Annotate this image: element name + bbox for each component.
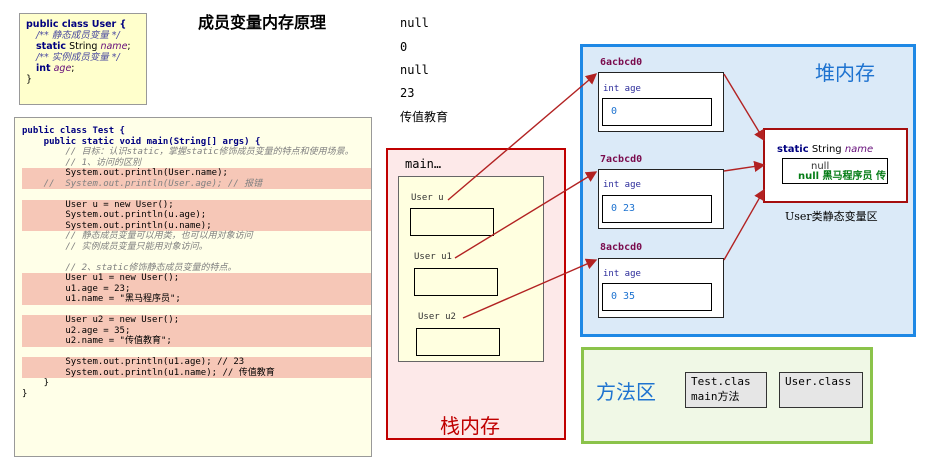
code-line-highlighted: System.out.println(u1.age); // 23 (22, 357, 371, 368)
code-line-highlighted: System.out.println(User.name); (22, 168, 371, 179)
static-field-type: String (811, 144, 842, 155)
heap-object-address: 7acbcd0 (600, 154, 643, 165)
user-class-int-kw: int (36, 63, 51, 74)
code-line-highlighted: u2.name = "传值教育"; (22, 336, 371, 347)
static-field-kw: static (777, 144, 809, 155)
arrow-object-u1-to-static (723, 160, 766, 172)
output-line: 0 (400, 40, 408, 54)
static-value-null: null (811, 161, 830, 172)
code-line-highlighted: System.out.println(u.name); (22, 220, 371, 231)
stack-var-u2-box (416, 328, 500, 356)
code-line-highlighted: // System.out.println(User.age); // 报错 (22, 178, 371, 189)
user-class-close: } (26, 74, 33, 85)
code-line: // 静态成员变量可以用类，也可以用对象访问 (22, 231, 253, 241)
heap-object-field-type: int age (603, 84, 641, 94)
heap-object-field-value: 0 23 (602, 195, 712, 223)
code-line-highlighted: u1.name = "黑马程序员"; (22, 294, 371, 305)
user-class-name-field: name (100, 41, 128, 52)
static-area-caption: User类静态变量区 (785, 210, 878, 223)
stack-memory-title: 栈内存 (440, 414, 500, 438)
code-line-highlighted: User u2 = new User(); (22, 315, 371, 326)
heap-object-field-type: int age (603, 269, 641, 279)
output-line: null (400, 16, 429, 30)
code-line: } (22, 388, 28, 399)
code-line-highlighted: User u1 = new User(); (22, 273, 371, 284)
arrow-object-u2-to-static (723, 188, 765, 261)
method-area-user-class: User.class (779, 372, 863, 408)
output-line: null (400, 63, 429, 77)
user-class-age-field: age (53, 63, 72, 74)
output-line: 23 (400, 86, 415, 100)
code-line: // 2、static修饰静态成员变量的特点。 (22, 262, 237, 273)
heap-object-field-value: 0 (602, 98, 712, 126)
static-field-name: name (844, 144, 874, 155)
code-line-highlighted: u1.age = 23; (22, 283, 371, 294)
user-class-declaration: public class User { (26, 19, 127, 30)
heap-object-field-value: 0 35 (602, 283, 712, 311)
arrow-u1-to-object (454, 171, 598, 259)
code-line: // 目标：认识static，掌握static修饰成员变量的特点和使用场景。 (22, 147, 354, 157)
heap-object-u2 (598, 258, 724, 318)
code-line-highlighted: User u = new User(); (22, 199, 371, 210)
output-line: 传值教育 (400, 110, 449, 124)
static-field-value: null null 黑马程序员 传值教育 (782, 158, 888, 184)
user-class-comment-instance: /** 实例成员变量 */ (36, 52, 120, 63)
diagram-title: 成员变量内存原理 (198, 13, 327, 32)
stack-var-u1-label: User u1 (414, 252, 452, 262)
code-line: } (22, 378, 50, 388)
user-class-string-type: String (69, 41, 98, 52)
static-variable-area (763, 128, 908, 203)
heap-object-u (598, 72, 724, 132)
stack-var-u1-box (414, 268, 498, 296)
code-line: public static void main(String[] args) { (22, 136, 261, 147)
method-area-title: 方法区 (596, 380, 656, 404)
heap-memory-title: 堆内存 (815, 61, 875, 85)
test-class-code: public class Test { public static void m… (14, 117, 372, 457)
code-line-highlighted: u2.age = 35; (22, 325, 371, 336)
static-field-label: static String name (777, 144, 873, 155)
static-value-text: null 黑马程序员 传值教育 (797, 171, 887, 182)
code-line: // 实例成员变量只能用对象访问。 (22, 241, 208, 252)
user-class-static-kw: static (36, 41, 67, 52)
code-line-highlighted: System.out.println(u.age); (22, 210, 371, 221)
heap-object-address: 8acbcd0 (600, 242, 643, 253)
arrow-object-u-to-static (723, 73, 765, 142)
code-line: // 1、访问的区别 (22, 157, 142, 168)
code-line-highlighted: System.out.println(u1.name); // 传值教育 (22, 367, 371, 378)
main-frame-label: main… (405, 157, 442, 171)
arrow-u-to-object (447, 73, 598, 201)
user-class-code: public class User { /** 静态成员变量 */ static… (19, 13, 147, 105)
heap-object-address: 6acbcd0 (600, 57, 643, 68)
heap-object-u1 (598, 169, 724, 229)
user-class-comment-static: /** 静态成员变量 */ (36, 30, 120, 41)
arrow-u2-to-object (462, 258, 598, 319)
code-line: public class Test { (22, 126, 125, 136)
stack-var-u-box (410, 208, 494, 236)
stack-var-u-label: User u (411, 193, 444, 203)
stack-var-u2-label: User u2 (418, 312, 456, 322)
heap-object-field-type: int age (603, 180, 641, 190)
method-area-test-class: Test.clas main方法 (685, 372, 767, 408)
